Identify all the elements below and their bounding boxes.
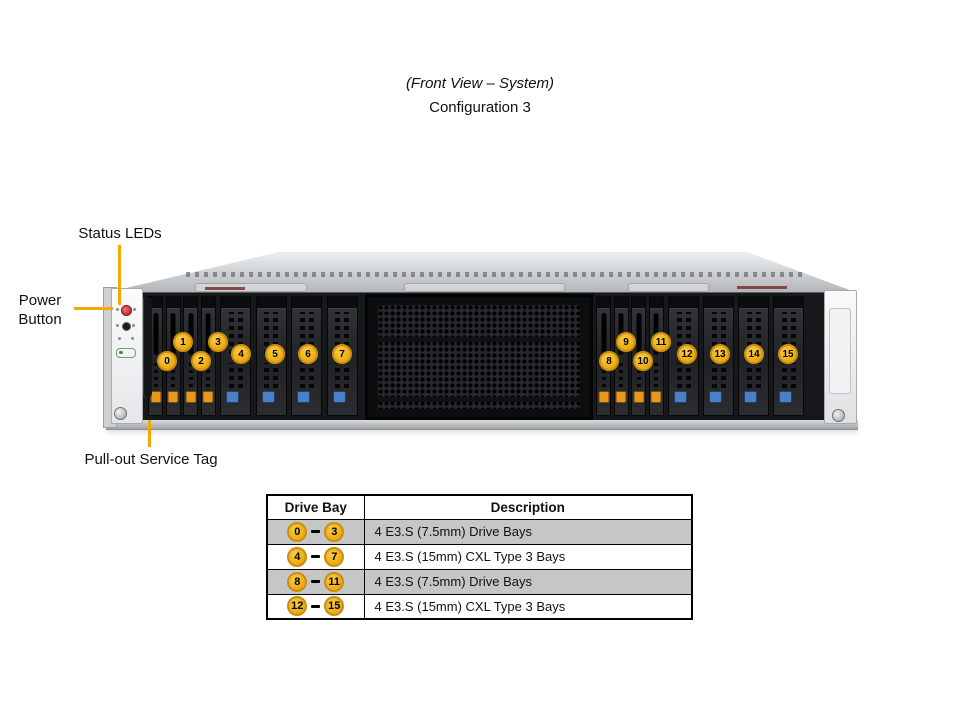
bay-description-cell: 4 E3.S (7.5mm) Drive Bays [363,518,693,545]
range-end-badge: 3 [324,521,345,542]
range-start-badge: 8 [287,571,308,592]
bay-description-cell: 4 E3.S (7.5mm) Drive Bays [363,568,693,595]
bay-badge-11: 11 [651,332,671,352]
range-start-badge: 0 [287,521,308,542]
status-led [133,308,136,311]
left-ear-screw [114,407,127,420]
config-title: Configuration 3 [429,99,531,116]
service-tag-leader-line [148,420,151,447]
status-led [116,308,119,311]
bay-badge-13: 13 [710,344,730,364]
table-row-bays-8-11: 8 11 4 E3.S (7.5mm) Drive Bays [266,568,693,595]
range-end-badge: 15 [324,596,345,617]
lid-vent-strip [186,272,806,277]
bay-badge-6: 6 [298,344,318,364]
service-tag-label: Pull-out Service Tag [84,451,218,468]
status-led [116,324,119,327]
bay-badge-14: 14 [744,344,764,364]
status-led [118,337,121,340]
center-vent-panel [365,294,593,420]
bay-badge-8: 8 [599,351,619,371]
bay-badge-2: 2 [191,351,211,371]
drive-bay-4 [220,296,251,416]
pull-out-service-tag [143,298,152,398]
bay-badge-7: 7 [332,344,352,364]
lid-latch-plate [404,283,565,292]
power-button-label: Power Button [18,292,62,328]
power-button [121,305,132,316]
range-dash [311,555,321,558]
bay-badge-9: 9 [616,332,636,352]
brand-logo [116,348,136,358]
vent-hole-grid [378,305,580,409]
right-ear-handle-recess [829,308,851,394]
bay-badge-3: 3 [208,332,228,352]
lid-lock-accent [737,286,787,289]
bay-badge-5: 5 [265,344,285,364]
status-leds-label: Status LEDs [78,225,162,242]
drive-bay-column-header: Drive Bay [266,494,365,520]
lid-latch-plate [628,283,709,292]
status-leds-leader-line [118,245,121,305]
description-column-header: Description [363,494,693,520]
range-dash [311,604,321,608]
power-button-leader-line [74,307,113,310]
lid-latch-plate [195,283,307,292]
bay-badge-4: 4 [231,344,251,364]
right-ear-screw [832,409,845,422]
bay-description-cell: 4 E3.S (15mm) CXL Type 3 Bays [363,543,693,570]
range-start-badge: 4 [287,546,308,567]
range-start-badge: 12 [287,596,308,617]
range-dash [311,530,321,533]
range-end-badge: 7 [324,546,345,567]
bay-range-cell: 8 11 [266,568,365,595]
bay-badge-15: 15 [778,344,798,364]
reset-button [122,322,131,331]
view-title: (Front View – System) [405,75,555,92]
table-row-bays-12-15: 12 15 4 E3.S (15mm) CXL Type 3 Bays [266,593,693,620]
status-led [132,324,135,327]
bay-badge-10: 10 [633,351,653,371]
bay-badge-0: 0 [157,351,177,371]
range-end-badge: 11 [324,571,345,592]
range-dash [311,580,321,583]
drive-bay-15 [773,296,804,416]
bay-description-cell: 4 E3.S (15mm) CXL Type 3 Bays [363,593,693,620]
chassis-bottom-edge [106,420,858,430]
table-header-row: Drive Bay Description [266,494,693,520]
lid-lock-accent [205,287,245,290]
bay-badge-12: 12 [677,344,697,364]
bay-badge-1: 1 [173,332,193,352]
status-led [131,337,134,340]
bay-range-cell: 12 15 [266,593,365,620]
